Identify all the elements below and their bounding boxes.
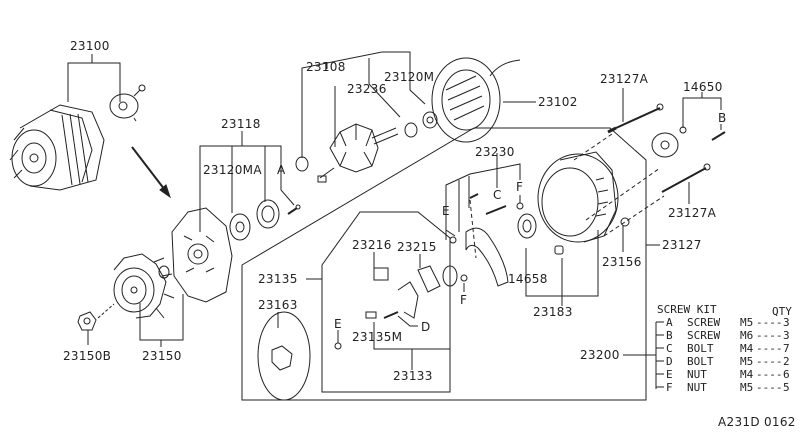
- catalog-code: A231D 0162: [718, 415, 796, 429]
- part-label-23230: 23230: [475, 145, 515, 159]
- through-bolt-top-icon: [608, 104, 663, 132]
- kit-name: NUT: [687, 381, 707, 394]
- kit-qty: 7: [783, 342, 790, 355]
- kit-code: B: [666, 329, 673, 342]
- kit-name: SCREW: [687, 316, 721, 329]
- screw-kit-qty-header: QTY: [772, 305, 792, 318]
- screw-kit-title: SCREW KIT: [657, 303, 717, 316]
- kit-size: M4: [740, 342, 754, 355]
- part-label-23183: 23183: [533, 305, 573, 319]
- kit-code: C: [666, 342, 673, 355]
- part-label-e-top: E: [442, 204, 450, 218]
- regulator-14650-icon: [652, 127, 725, 157]
- part-label-23118: 23118: [221, 117, 261, 131]
- kit-size: M6: [740, 329, 754, 342]
- through-bolt-bottom-icon: [662, 164, 710, 192]
- kit-qty: 5: [783, 381, 790, 394]
- leader-lines: [68, 52, 721, 389]
- kit-dots: ----: [756, 381, 783, 394]
- kit-qty: 6: [783, 368, 790, 381]
- part-label-23150B: 23150B: [63, 349, 112, 363]
- kit-size: M5: [740, 316, 754, 329]
- part-label-23215: 23215: [397, 240, 437, 254]
- kit-name: SCREW: [687, 329, 721, 342]
- part-label-23216: 23216: [352, 238, 392, 252]
- kit-dots: ----: [756, 355, 783, 368]
- kit-name: BOLT: [687, 355, 714, 368]
- kit-code: A: [666, 316, 673, 329]
- part-label-14650: 14650: [683, 80, 723, 94]
- kit-name: BOLT: [687, 342, 714, 355]
- part-label-23127: 23127: [662, 238, 702, 252]
- stator-icon: [432, 58, 520, 142]
- part-label-23120MA: 23120MA: [203, 163, 262, 177]
- alternator-assembly-icon: [10, 105, 104, 190]
- part-label-a-top: A: [277, 163, 286, 177]
- part-label-f-top: F: [516, 180, 524, 194]
- kit-qty: 2: [783, 355, 790, 368]
- part-label-f-mid: F: [460, 293, 468, 307]
- kit-size: M5: [740, 355, 754, 368]
- kit-dots: ----: [756, 329, 783, 342]
- part-label-e-bottom: E: [334, 317, 342, 331]
- part-label-23135: 23135: [258, 272, 298, 286]
- part-label-23102: 23102: [538, 95, 578, 109]
- assembly-dashed-lines: [470, 134, 664, 258]
- kit-qty: 3: [783, 316, 790, 329]
- kit-dots: ----: [756, 342, 783, 355]
- part-label-23163: 23163: [258, 298, 298, 312]
- brush-holder-icon: [335, 266, 467, 349]
- part-label-23200: 23200: [580, 348, 620, 362]
- regulator-icon: [110, 85, 145, 121]
- kit-dots: ----: [756, 316, 783, 329]
- kit-dots: ----: [756, 368, 783, 381]
- rotor-bearing-icon: [405, 112, 437, 137]
- kit-name: NUT: [687, 368, 707, 381]
- part-label-23127A-top: 23127A: [600, 72, 649, 86]
- part-label-d: D: [421, 320, 431, 334]
- bearing-retainer-icon: [257, 200, 279, 228]
- front-housing-icon: [172, 208, 232, 302]
- part-label-23100: 23100: [70, 39, 110, 53]
- nut-23156-icon: [621, 218, 629, 226]
- part-label-23133: 23133: [393, 369, 433, 383]
- part-label-23150: 23150: [142, 349, 182, 363]
- rear-bearing-seal-icon: [518, 214, 536, 238]
- kit-code: F: [666, 381, 673, 394]
- part-label-23236: 23236: [347, 82, 387, 96]
- rear-cap-icon: [555, 246, 563, 254]
- part-label-b: B: [718, 111, 727, 125]
- fan-pulley-icon: [114, 254, 174, 318]
- part-label-23127A-bottom: 23127A: [668, 206, 717, 220]
- kit-size: M5: [740, 381, 754, 394]
- kit-code: E: [666, 368, 673, 381]
- kit-size: M4: [740, 368, 754, 381]
- part-label-c: C: [493, 188, 502, 202]
- spacer-icon: [296, 157, 308, 171]
- rectifier-icon: [450, 194, 523, 286]
- part-label-14658: 14658: [508, 272, 548, 286]
- part-label-23135M: 23135M: [352, 330, 403, 344]
- screw-a-icon: [288, 205, 300, 214]
- part-label-23156: 23156: [602, 255, 642, 269]
- assembly-arrow-icon: [132, 147, 170, 197]
- kit-code: D: [666, 355, 673, 368]
- part-label-23108: 23108: [306, 60, 346, 74]
- rotor-icon: [318, 124, 398, 182]
- part-label-23120M: 23120M: [384, 70, 435, 84]
- kit-qty: 3: [783, 329, 790, 342]
- insulator-plate-icon: [258, 312, 310, 400]
- front-bearing-icon: [230, 214, 250, 240]
- rear-housing-icon: [538, 152, 618, 242]
- pulley-nut-icon: [78, 304, 114, 330]
